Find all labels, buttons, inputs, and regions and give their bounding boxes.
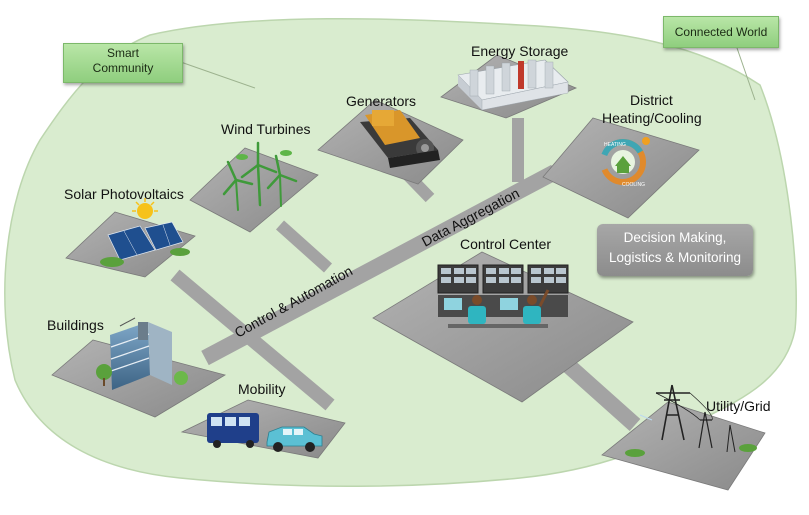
buildings-label: Buildings (47, 317, 104, 333)
wind-turbine-icon (222, 141, 298, 211)
smart-community-text: Smart Community (92, 46, 154, 75)
callout-pointer (736, 47, 756, 101)
heating-text: HEATING (604, 142, 626, 148)
decision-line-1: Decision Making, (623, 230, 727, 245)
control-room-icon (437, 264, 569, 328)
generators-label: Generators (346, 93, 416, 109)
utility-grid-label: Utility/Grid (706, 398, 771, 414)
connected-world-text: Connected World (674, 25, 768, 39)
smart-community-callout: Smart Community (63, 43, 183, 83)
energy-storage-label: Energy Storage (471, 43, 568, 59)
vehicles-icon (207, 413, 323, 452)
solar-panel-icon (100, 198, 190, 267)
control-center-label: Control Center (460, 236, 551, 252)
road-network (170, 118, 641, 431)
power-pylon-icon (625, 384, 757, 457)
wind-turbines-label: Wind Turbines (221, 121, 310, 137)
decision-making-box: Decision Making, Logistics & Monitoring (597, 224, 753, 276)
connected-world-callout: Connected World (663, 16, 779, 48)
platform-utility-grid (601, 401, 766, 491)
platform-wind-turbines (189, 147, 319, 233)
district-label: District (630, 92, 673, 108)
cooling-text: COOLING (622, 182, 645, 188)
building-icon (96, 317, 188, 390)
heating-cooling-label: Heating/Cooling (602, 110, 702, 126)
decision-line-2: Logistics & Monitoring (608, 250, 742, 265)
heating-cooling-icon: HEATING COOLING (600, 137, 650, 188)
callout-pointer (174, 59, 256, 89)
solar-pv-label: Solar Photovoltaics (64, 186, 184, 202)
generator-icon (360, 110, 440, 168)
energy-storage-icon (457, 59, 569, 111)
mobility-label: Mobility (238, 381, 285, 397)
